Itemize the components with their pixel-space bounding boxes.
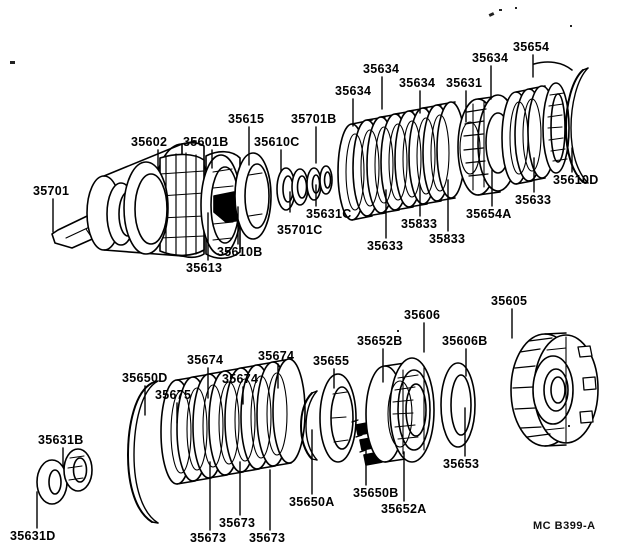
part-callout-35674: 35674 xyxy=(258,349,295,363)
part-35701C-bearing xyxy=(291,168,309,206)
part-callout-35631c: 35631C xyxy=(306,207,352,221)
part-callout-35634: 35634 xyxy=(335,84,372,98)
part-35650D-spring xyxy=(127,380,159,524)
part-callout-35610d: 35610D xyxy=(553,173,599,187)
part-callout-35610b: 35610B xyxy=(217,245,263,259)
scan-speck xyxy=(499,9,502,11)
part-35605-drum xyxy=(510,332,599,447)
part-callout-35634: 35634 xyxy=(399,76,436,90)
part-callout-35633: 35633 xyxy=(515,193,552,207)
part-35631B-bearing xyxy=(63,448,93,492)
part-callout-35650d: 35650D xyxy=(122,371,168,385)
part-callout-35833: 35833 xyxy=(401,217,438,231)
part-callout-35605: 35605 xyxy=(491,294,528,308)
part-35631D-washer xyxy=(36,459,68,505)
part-callout-35654: 35654 xyxy=(513,40,550,54)
part-35654-toothed-ring xyxy=(542,82,570,174)
part-callout-35673: 35673 xyxy=(249,531,286,545)
part-callout-35601b: 35601B xyxy=(183,135,229,149)
part-callout-35606: 35606 xyxy=(404,308,441,322)
part-callout-35673: 35673 xyxy=(190,531,227,545)
part-callout-35701c: 35701C xyxy=(277,223,323,237)
part-callout-35615: 35615 xyxy=(228,112,265,126)
part-stack-35634-35633 xyxy=(337,101,466,221)
part-35655-flange xyxy=(319,373,357,463)
part-callout-35653: 35653 xyxy=(443,457,480,471)
part-callout-35631: 35631 xyxy=(446,76,483,90)
part-callout-35631d: 35631D xyxy=(10,529,56,543)
part-callout-35673: 35673 xyxy=(219,516,256,530)
part-callout-35602: 35602 xyxy=(131,135,168,149)
part-35631C-washer xyxy=(306,167,322,201)
part-callout-35633: 35633 xyxy=(367,239,404,253)
scan-speck xyxy=(397,330,399,332)
watermark: MC B399-A xyxy=(533,520,596,532)
part-callout-35631b: 35631B xyxy=(38,433,84,447)
part-callout-35613: 35613 xyxy=(186,261,223,275)
part-35606-piston-drum xyxy=(365,357,435,463)
part-35610D-snap-ring xyxy=(533,61,589,184)
scan-speck xyxy=(10,61,15,64)
part-callout-35652a: 35652A xyxy=(381,502,427,516)
part-callout-35701: 35701 xyxy=(33,184,70,198)
part-callout-35655: 35655 xyxy=(313,354,350,368)
part-35701B-ring xyxy=(319,165,333,195)
scan-speck xyxy=(515,7,517,9)
part-callout-35833: 35833 xyxy=(429,232,466,246)
part-callout-35674: 35674 xyxy=(222,372,259,386)
part-callout-35634: 35634 xyxy=(363,62,400,76)
part-callout-35650a: 35650A xyxy=(289,495,335,509)
part-35606B-ring xyxy=(440,362,476,448)
part-35602-drum xyxy=(86,140,211,259)
part-callout-35650b: 35650B xyxy=(353,486,399,500)
part-callout-35674: 35674 xyxy=(187,353,224,367)
part-stack-35675-35673-35674 xyxy=(160,358,306,485)
part-callout-35634: 35634 xyxy=(472,51,509,65)
part-callout-35701b: 35701B xyxy=(291,112,337,126)
part-callout-35606b: 35606B xyxy=(442,334,488,348)
scan-speck xyxy=(568,425,570,427)
part-callout-35654a: 35654A xyxy=(466,207,512,221)
part-callout-35652b: 35652B xyxy=(357,334,403,348)
part-callout-35610c: 35610C xyxy=(254,135,300,149)
part-callout-35675: 35675 xyxy=(155,388,192,402)
scan-speck xyxy=(570,25,572,27)
part-35615-ring xyxy=(234,152,272,240)
